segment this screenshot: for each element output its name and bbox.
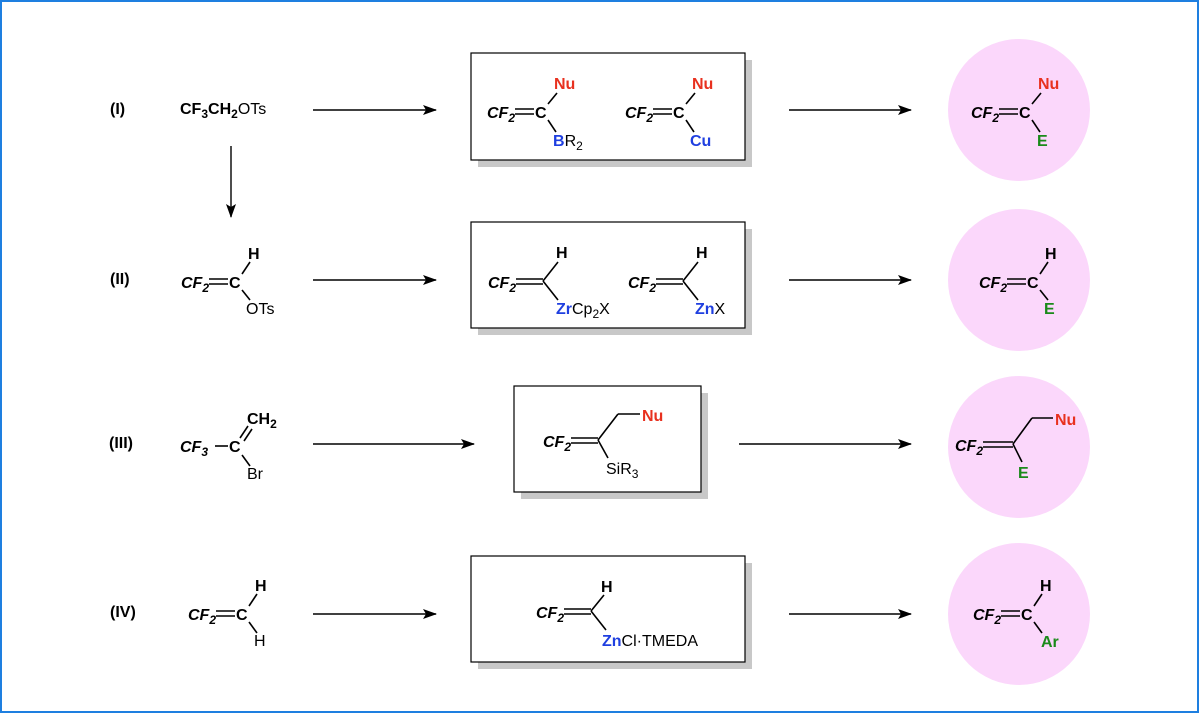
svg-text:ZnCl·TMEDA: ZnCl·TMEDA — [602, 633, 698, 650]
mid-2b: CF2 H ZnX — [628, 245, 726, 318]
svg-text:H: H — [255, 578, 267, 595]
svg-text:C: C — [236, 607, 248, 624]
svg-text:C: C — [1019, 105, 1031, 122]
product-4: CF2 C H Ar — [973, 578, 1059, 651]
svg-text:CF2: CF2 — [543, 434, 571, 454]
start-1: CF3CH2OTs — [180, 101, 266, 121]
svg-text:H: H — [254, 633, 266, 650]
svg-text:Nu: Nu — [1038, 76, 1059, 93]
svg-text:C: C — [1027, 275, 1039, 292]
svg-text:Br: Br — [247, 466, 264, 483]
box-2 — [470, 221, 746, 329]
product-2: CF2 C H E — [979, 246, 1057, 318]
row-label-4: (IV) — [110, 604, 136, 621]
svg-text:Ar: Ar — [1041, 634, 1059, 651]
box-3 — [513, 385, 702, 493]
svg-text:CF2: CF2 — [955, 438, 983, 458]
svg-text:Nu: Nu — [1055, 412, 1076, 429]
product-circle-2 — [948, 209, 1090, 351]
product-circle-3 — [948, 376, 1090, 518]
svg-text:CF2: CF2 — [625, 105, 653, 125]
svg-text:CF2: CF2 — [488, 275, 516, 295]
svg-text:Nu: Nu — [692, 76, 713, 93]
svg-text:ZrCp2X: ZrCp2X — [556, 301, 610, 321]
product-3: CF2 Nu E — [955, 412, 1076, 482]
svg-text:SiR3: SiR3 — [606, 461, 639, 481]
svg-text:CF2: CF2 — [979, 275, 1007, 295]
mid-3: CF2 Nu SiR3 — [543, 408, 663, 481]
mid-1a: CF2 C Nu BR2 — [487, 76, 583, 153]
svg-text:CH2: CH2 — [247, 411, 277, 431]
svg-text:Nu: Nu — [642, 408, 663, 425]
svg-text:CF2: CF2 — [973, 607, 1001, 627]
start-3: CF3 C CH2 Br — [180, 411, 277, 483]
svg-text:H: H — [248, 246, 260, 263]
svg-text:CF2: CF2 — [628, 275, 656, 295]
svg-text:Nu: Nu — [554, 76, 575, 93]
svg-text:C: C — [1021, 607, 1033, 624]
svg-text:CF2: CF2 — [181, 275, 209, 295]
svg-text:ZnX: ZnX — [695, 301, 726, 318]
svg-text:Cu: Cu — [690, 133, 711, 150]
row-label-2: (II) — [110, 271, 130, 288]
svg-text:C: C — [229, 439, 241, 456]
product-1: CF2 C Nu E — [971, 76, 1059, 150]
svg-text:C: C — [673, 105, 685, 122]
product-circle-4 — [948, 543, 1090, 685]
svg-text:CF2: CF2 — [188, 607, 216, 627]
svg-text:CF3: CF3 — [180, 439, 208, 459]
start-4: CF2 C H H — [188, 578, 267, 650]
row-label-1: (I) — [110, 101, 125, 118]
svg-text:BR2: BR2 — [553, 133, 583, 153]
svg-text:OTs: OTs — [246, 301, 274, 318]
box-1 — [470, 52, 746, 161]
svg-text:H: H — [696, 245, 708, 262]
svg-text:C: C — [535, 105, 547, 122]
svg-text:H: H — [1045, 246, 1057, 263]
box-4 — [470, 555, 746, 663]
mid-2a: CF2 H ZrCp2X — [488, 245, 610, 321]
svg-text:CF2: CF2 — [536, 605, 564, 625]
svg-text:E: E — [1044, 301, 1055, 318]
row-label-3: (III) — [109, 435, 133, 452]
svg-text:CF2: CF2 — [487, 105, 515, 125]
mid-4: CF2 H ZnCl·TMEDA — [536, 579, 698, 650]
svg-text:H: H — [601, 579, 613, 596]
product-circle-1 — [948, 39, 1090, 181]
mid-1b: CF2 C Nu Cu — [625, 76, 713, 150]
svg-text:H: H — [1040, 578, 1052, 595]
svg-text:C: C — [229, 275, 241, 292]
svg-text:E: E — [1018, 465, 1029, 482]
start-2: CF2 C H OTs — [181, 246, 274, 318]
svg-text:E: E — [1037, 133, 1048, 150]
svg-text:H: H — [556, 245, 568, 262]
svg-text:CF2: CF2 — [971, 105, 999, 125]
